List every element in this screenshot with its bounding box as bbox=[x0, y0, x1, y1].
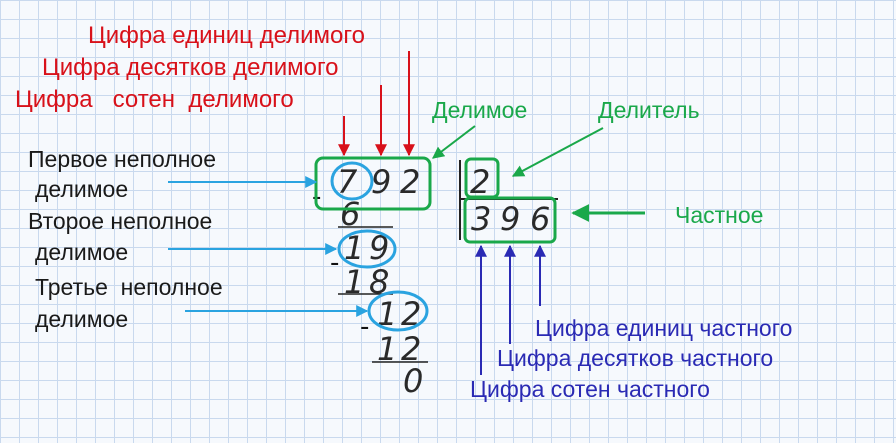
label-quotient-hundreds-digit: Цифра сотен частного bbox=[470, 376, 710, 402]
quotient-digit-units: 6 bbox=[530, 200, 551, 238]
step2-subtrahend-digit2: 8 bbox=[369, 263, 390, 301]
label-quotient: Частное bbox=[675, 202, 764, 228]
label-dividend-hundreds-digit: Цифра сотен делимого bbox=[15, 86, 294, 113]
label-quotient-tens-digit: Цифра десятков частного bbox=[497, 345, 774, 371]
dividend-digit-tens: 9 bbox=[371, 163, 392, 201]
step3-subtrahend-digit1: 1 bbox=[377, 330, 398, 368]
step1-subtrahend: 6 bbox=[340, 195, 361, 233]
step2-partial-digit2: 9 bbox=[369, 229, 390, 267]
arrow-divisor bbox=[511, 127, 604, 177]
arrow-dividend bbox=[432, 125, 476, 159]
third-partial-circle bbox=[367, 290, 429, 332]
step2-partial-digit1: 1 bbox=[344, 229, 365, 267]
dividend-digit-hundreds: 7 bbox=[337, 163, 358, 201]
label-first-partial-line2: делимое bbox=[35, 176, 129, 202]
label-third-partial-line1: Третье неполное bbox=[35, 274, 223, 300]
label-first-partial-line1: Первое неполное bbox=[28, 146, 216, 172]
divisor-box bbox=[464, 157, 500, 199]
label-second-partial-line2: делимое bbox=[35, 239, 129, 265]
quotient-digit-hundreds: 3 bbox=[471, 200, 492, 238]
remainder-digit: 0 bbox=[403, 362, 424, 400]
minus-sign-2: - bbox=[330, 248, 340, 278]
step3-partial-digit1: 1 bbox=[377, 295, 398, 333]
dividend-digit-units: 2 bbox=[400, 163, 421, 201]
first-partial-circle bbox=[330, 161, 374, 201]
step3-partial-digit2: 2 bbox=[401, 295, 422, 333]
minus-sign-3: - bbox=[360, 312, 370, 342]
label-dividend: Делимое bbox=[432, 97, 528, 123]
step2-subtrahend-digit1: 1 bbox=[344, 263, 365, 301]
label-dividend-tens-digit: Цифра десятков делимого bbox=[42, 54, 339, 81]
step3-subtrahend-digit2: 2 bbox=[401, 330, 422, 368]
quotient-digit-tens: 9 bbox=[500, 200, 521, 238]
label-dividend-units-digit: Цифра единиц делимого bbox=[88, 22, 365, 49]
second-partial-circle bbox=[337, 229, 397, 269]
label-second-partial-line1: Второе неполное bbox=[28, 208, 213, 234]
quotient-box bbox=[463, 196, 557, 244]
label-quotient-units-digit: Цифра единиц частного bbox=[535, 315, 793, 341]
divisor-digit: 2 bbox=[470, 163, 491, 201]
label-third-partial-line2: делимое bbox=[35, 306, 129, 332]
label-divisor: Делитель bbox=[598, 97, 700, 123]
